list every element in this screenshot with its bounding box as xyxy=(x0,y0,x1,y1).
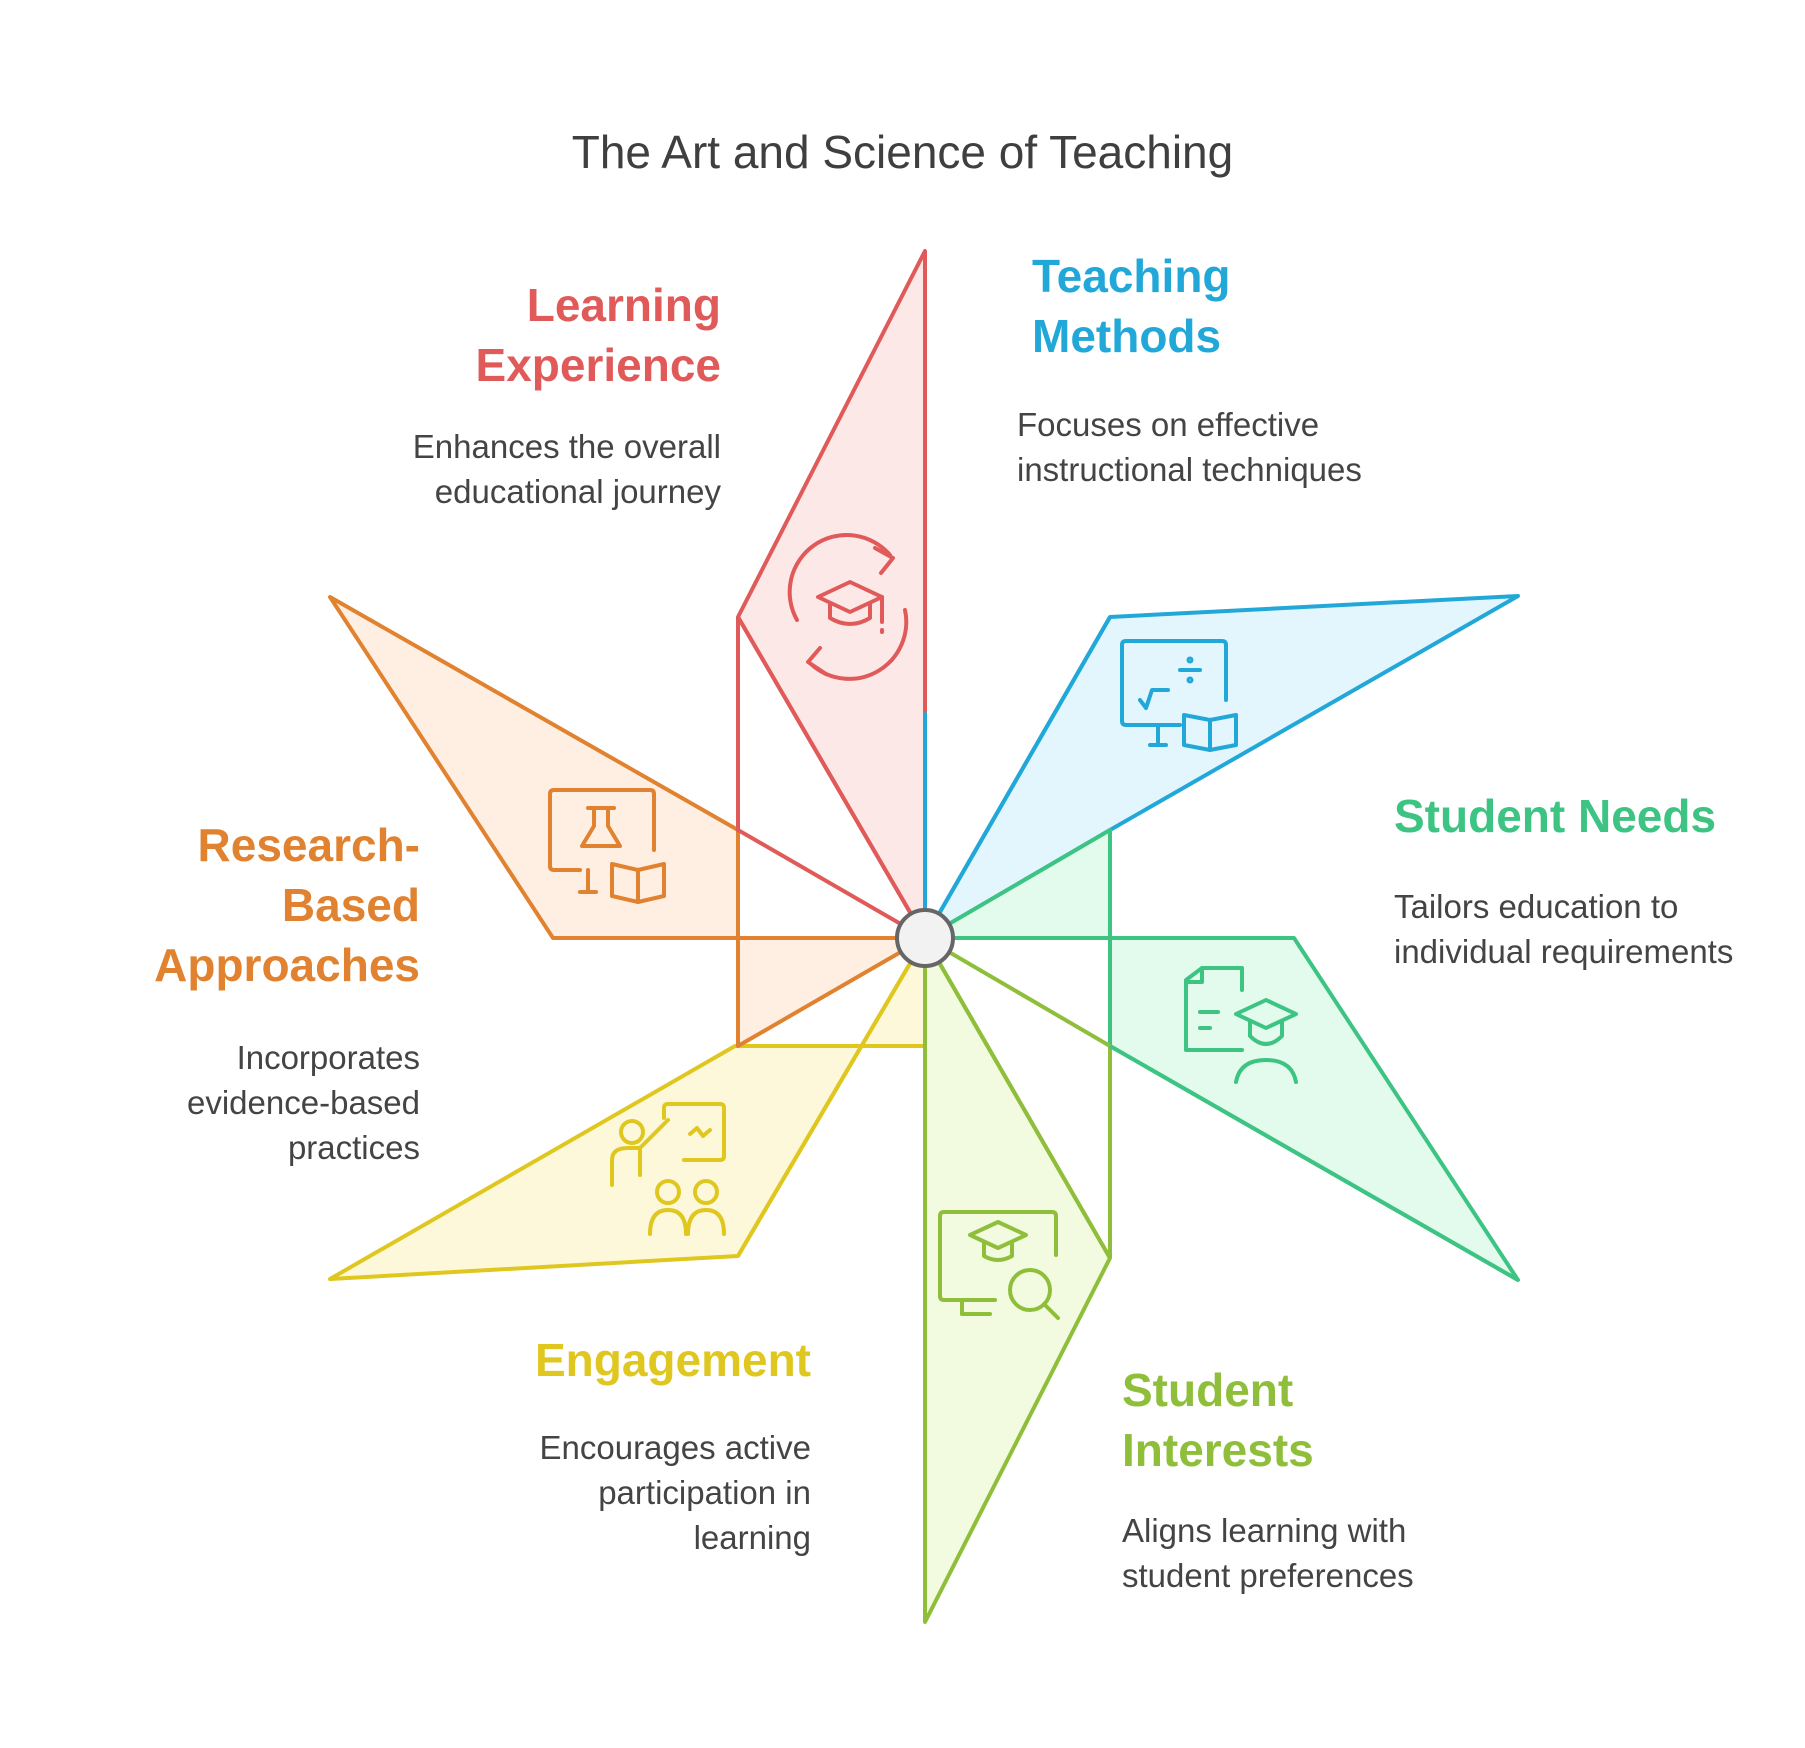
engagement-heading: Engagement xyxy=(534,1334,811,1386)
research-based-approaches-description: Incorporates evidence-based practices xyxy=(187,1039,420,1166)
center-hub xyxy=(895,908,955,968)
classroom-teacher-icon xyxy=(610,1102,726,1236)
blade-student-interests-shape xyxy=(923,936,1112,1624)
graduation-cap-cycle-icon xyxy=(787,533,909,681)
graduation-search-icon xyxy=(938,1210,1060,1320)
diagram-title: The Art and Science of Teaching xyxy=(571,126,1234,178)
lab-flask-book-icon xyxy=(548,788,666,904)
student-needs-heading: Student Needs xyxy=(1394,790,1717,842)
blade-student-interests xyxy=(923,936,1112,1624)
research-based-approaches-heading: Research-Based Approaches xyxy=(154,819,420,991)
student-interests-description: Aligns learning with student preferences xyxy=(1122,1512,1414,1594)
student-document-icon xyxy=(1184,966,1298,1084)
math-board-book-icon xyxy=(1120,639,1238,752)
blade-learning-shape xyxy=(736,249,927,940)
learning-experience-heading: Learning Experience xyxy=(475,279,721,391)
learning-experience-description: Enhances the overall educational journey xyxy=(412,428,721,510)
teaching-methods-description: Focuses on effective instructional techn… xyxy=(1017,406,1362,488)
teaching-methods-heading: Teaching Methods xyxy=(1032,250,1231,362)
student-needs-description: Tailors education to individual requirem… xyxy=(1394,888,1734,970)
engagement-description: Encourages active participation in learn… xyxy=(539,1429,812,1556)
blade-learning-experience xyxy=(736,249,927,940)
student-interests-heading: Student Interests xyxy=(1122,1364,1314,1476)
blade-student-needs-edge xyxy=(1109,1044,1519,1282)
blade-research-based-approaches xyxy=(328,595,927,1048)
